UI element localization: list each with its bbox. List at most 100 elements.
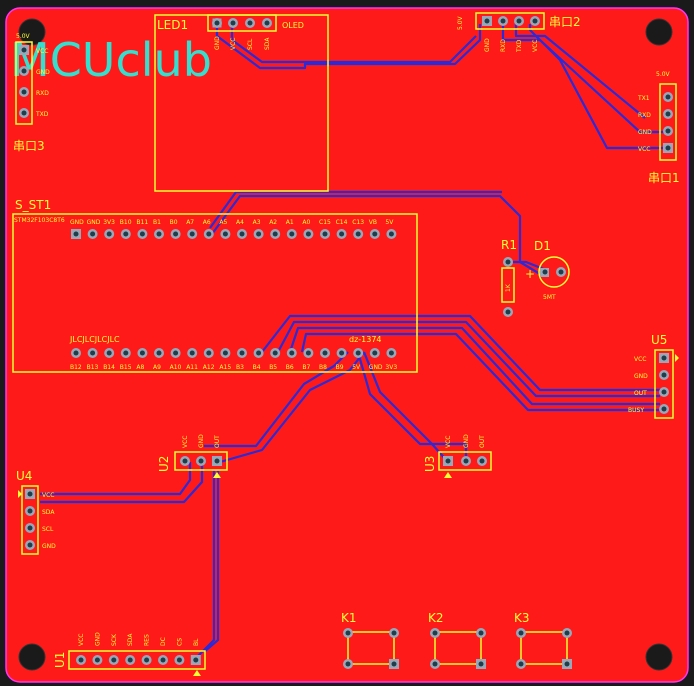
u1-pin-label: SCK: [111, 633, 118, 646]
serial3-pin-4: TXD: [35, 111, 49, 118]
d1-polarity: +: [525, 267, 535, 281]
led1-pin-4: SDA: [264, 37, 271, 50]
serial3-pin-1: VCC: [36, 48, 48, 55]
u4-ref: U4: [16, 469, 32, 483]
s-st1-bottom-pad-hole: [388, 350, 394, 356]
s-st1-ref: S_ST1: [15, 198, 51, 212]
u1-pad-hole: [193, 657, 199, 663]
s-st1-top-pin-label: GND: [87, 219, 101, 226]
s-st1-bottom-pin-label: A10: [170, 364, 182, 371]
serial1-pin-3: GND: [638, 129, 652, 136]
serial2-pin-3: TXD: [516, 39, 523, 53]
u5-pin-3: OUT: [634, 390, 647, 397]
s-st1-bottom-pin-label: B8: [319, 364, 327, 371]
s-st1-top-pad-hole: [73, 231, 79, 237]
s-st1-top-pin-label: B0: [170, 219, 178, 226]
s-st1-bottom-pin-label: A11: [186, 364, 198, 371]
s-st1-bottom-pin-label: B5: [269, 364, 277, 371]
s-st1-bottom-pad-hole: [322, 350, 328, 356]
serial1-pin-2: RXD: [638, 112, 651, 119]
s-st1-top-pad-hole: [388, 231, 394, 237]
serial3-pin-3: RXD: [36, 90, 49, 97]
s-st1-bottom-pad-hole: [139, 350, 145, 356]
k3-ref: K3: [514, 611, 530, 625]
s-st1-top-pad-hole: [355, 231, 361, 237]
s-st1-bottom-pin-label: A15: [219, 364, 231, 371]
serial1-ref: 串口1: [648, 171, 680, 185]
s-st1-top-pad-hole: [305, 231, 311, 237]
s-st1-top-pad-hole: [372, 231, 378, 237]
s-st1-top-pin-label: 3V3: [103, 219, 115, 226]
s-st1-top-pad-hole: [239, 231, 245, 237]
u1-ref: U1: [53, 652, 67, 668]
s-st1-top-pad-hole: [322, 231, 328, 237]
u4-component: U4 VCC SDA SCL GND: [16, 469, 56, 555]
u1-pad-hole: [111, 657, 117, 663]
s-st1-bottom-pin-label: B12: [70, 364, 82, 371]
s-st1-top-pad-hole: [123, 231, 129, 237]
serial1-pin-4: VCC: [638, 146, 650, 153]
mcuclub-logo: MCUclub: [10, 33, 212, 87]
s-st1-bottom-pad-hole: [305, 350, 311, 356]
u1-pin-label: DC: [160, 637, 167, 646]
u1-pad-hole: [176, 657, 182, 663]
u3-pin-2: GND: [463, 434, 470, 448]
s-st1-bottom-pin-label: B15: [120, 364, 132, 371]
s-st1-top-pad-hole: [222, 231, 228, 237]
s-st1-top-pad-hole: [272, 231, 278, 237]
s-st1-top-pin-label: A5: [219, 219, 227, 226]
s-st1-top-pin-label: A3: [253, 219, 261, 226]
s-st1-top-pad-hole: [156, 231, 162, 237]
s-st1-bottom-pin-label: 3V3: [385, 364, 397, 371]
s-st1-top-pad-hole: [139, 231, 145, 237]
s-st1-bottom-pad-hole: [355, 350, 361, 356]
serial2-pin-1: GND: [484, 38, 491, 52]
serial3-pin-2: GND: [36, 69, 50, 76]
s-st1-top-pin-label: B1: [153, 219, 161, 226]
u1-pad-hole: [144, 657, 150, 663]
u1-pin-label: RES: [144, 634, 151, 646]
s-st1-top-pin-label: VB: [369, 219, 377, 226]
s-st1-bottom-pad-hole: [73, 350, 79, 356]
led1-component: LED1 OLED GND VCC SCL SDA: [154, 14, 329, 192]
d1-component: D1 + 5MT: [525, 239, 570, 301]
s-st1-top-pin-label: A6: [203, 219, 211, 226]
s-st1-bottom-pin-label: A8: [136, 364, 144, 371]
s-st1-top-pin-label: B10: [120, 219, 132, 226]
s-st1-top-pin-label: A7: [186, 219, 194, 226]
s-st1-top-pad-hole: [289, 231, 295, 237]
s-st1-top-pad-hole: [256, 231, 262, 237]
r1-value: 1K: [505, 283, 512, 292]
s-st1-top-pin-label: A2: [269, 219, 277, 226]
s-st1-top-pad-hole: [106, 231, 112, 237]
serial3-component: 5.0V VCC GND RXD TXD 串口3: [13, 33, 50, 153]
s-st1-bottom-pad-hole: [173, 350, 179, 356]
u5-pin-1: VCC: [634, 356, 646, 363]
led1-pins: [212, 18, 272, 28]
u1-pin-label: VCC: [78, 634, 85, 646]
serial3-tag: 5.0V: [16, 33, 31, 40]
u1-pad-hole: [94, 657, 100, 663]
led1-pin-2: VCC: [230, 38, 237, 50]
s-st1-top-note: STM32F103C8T6: [14, 217, 65, 224]
s-st1-bottom-pin-label: GND: [369, 364, 383, 371]
s-st1-bottom-pads: [71, 348, 397, 358]
s-st1-top-pin-label: A1: [286, 219, 294, 226]
s-st1-bottom-pad-hole: [239, 350, 245, 356]
serial2-pin-2: RXD: [500, 39, 507, 52]
serial3-ref: 串口3: [13, 139, 45, 153]
serial1-component: 5.0V TX1 RXD GND VCC 串口1: [637, 71, 680, 185]
s-st1-top-pad-hole: [173, 231, 179, 237]
s-st1-bottom-pad-hole: [189, 350, 195, 356]
s-st1-top-pads: [71, 229, 397, 239]
u4-pin-2: SDA: [42, 509, 55, 516]
s-st1-bottom-pin-label: B9: [336, 364, 344, 371]
s-st1-bottom-pad-hole: [123, 350, 129, 356]
traces: [40, 24, 668, 657]
s-st1-bottom-pad-hole: [106, 350, 112, 356]
serial1-pin-1: TX1: [637, 95, 650, 102]
s-st1-bottom-pad-hole: [90, 350, 96, 356]
